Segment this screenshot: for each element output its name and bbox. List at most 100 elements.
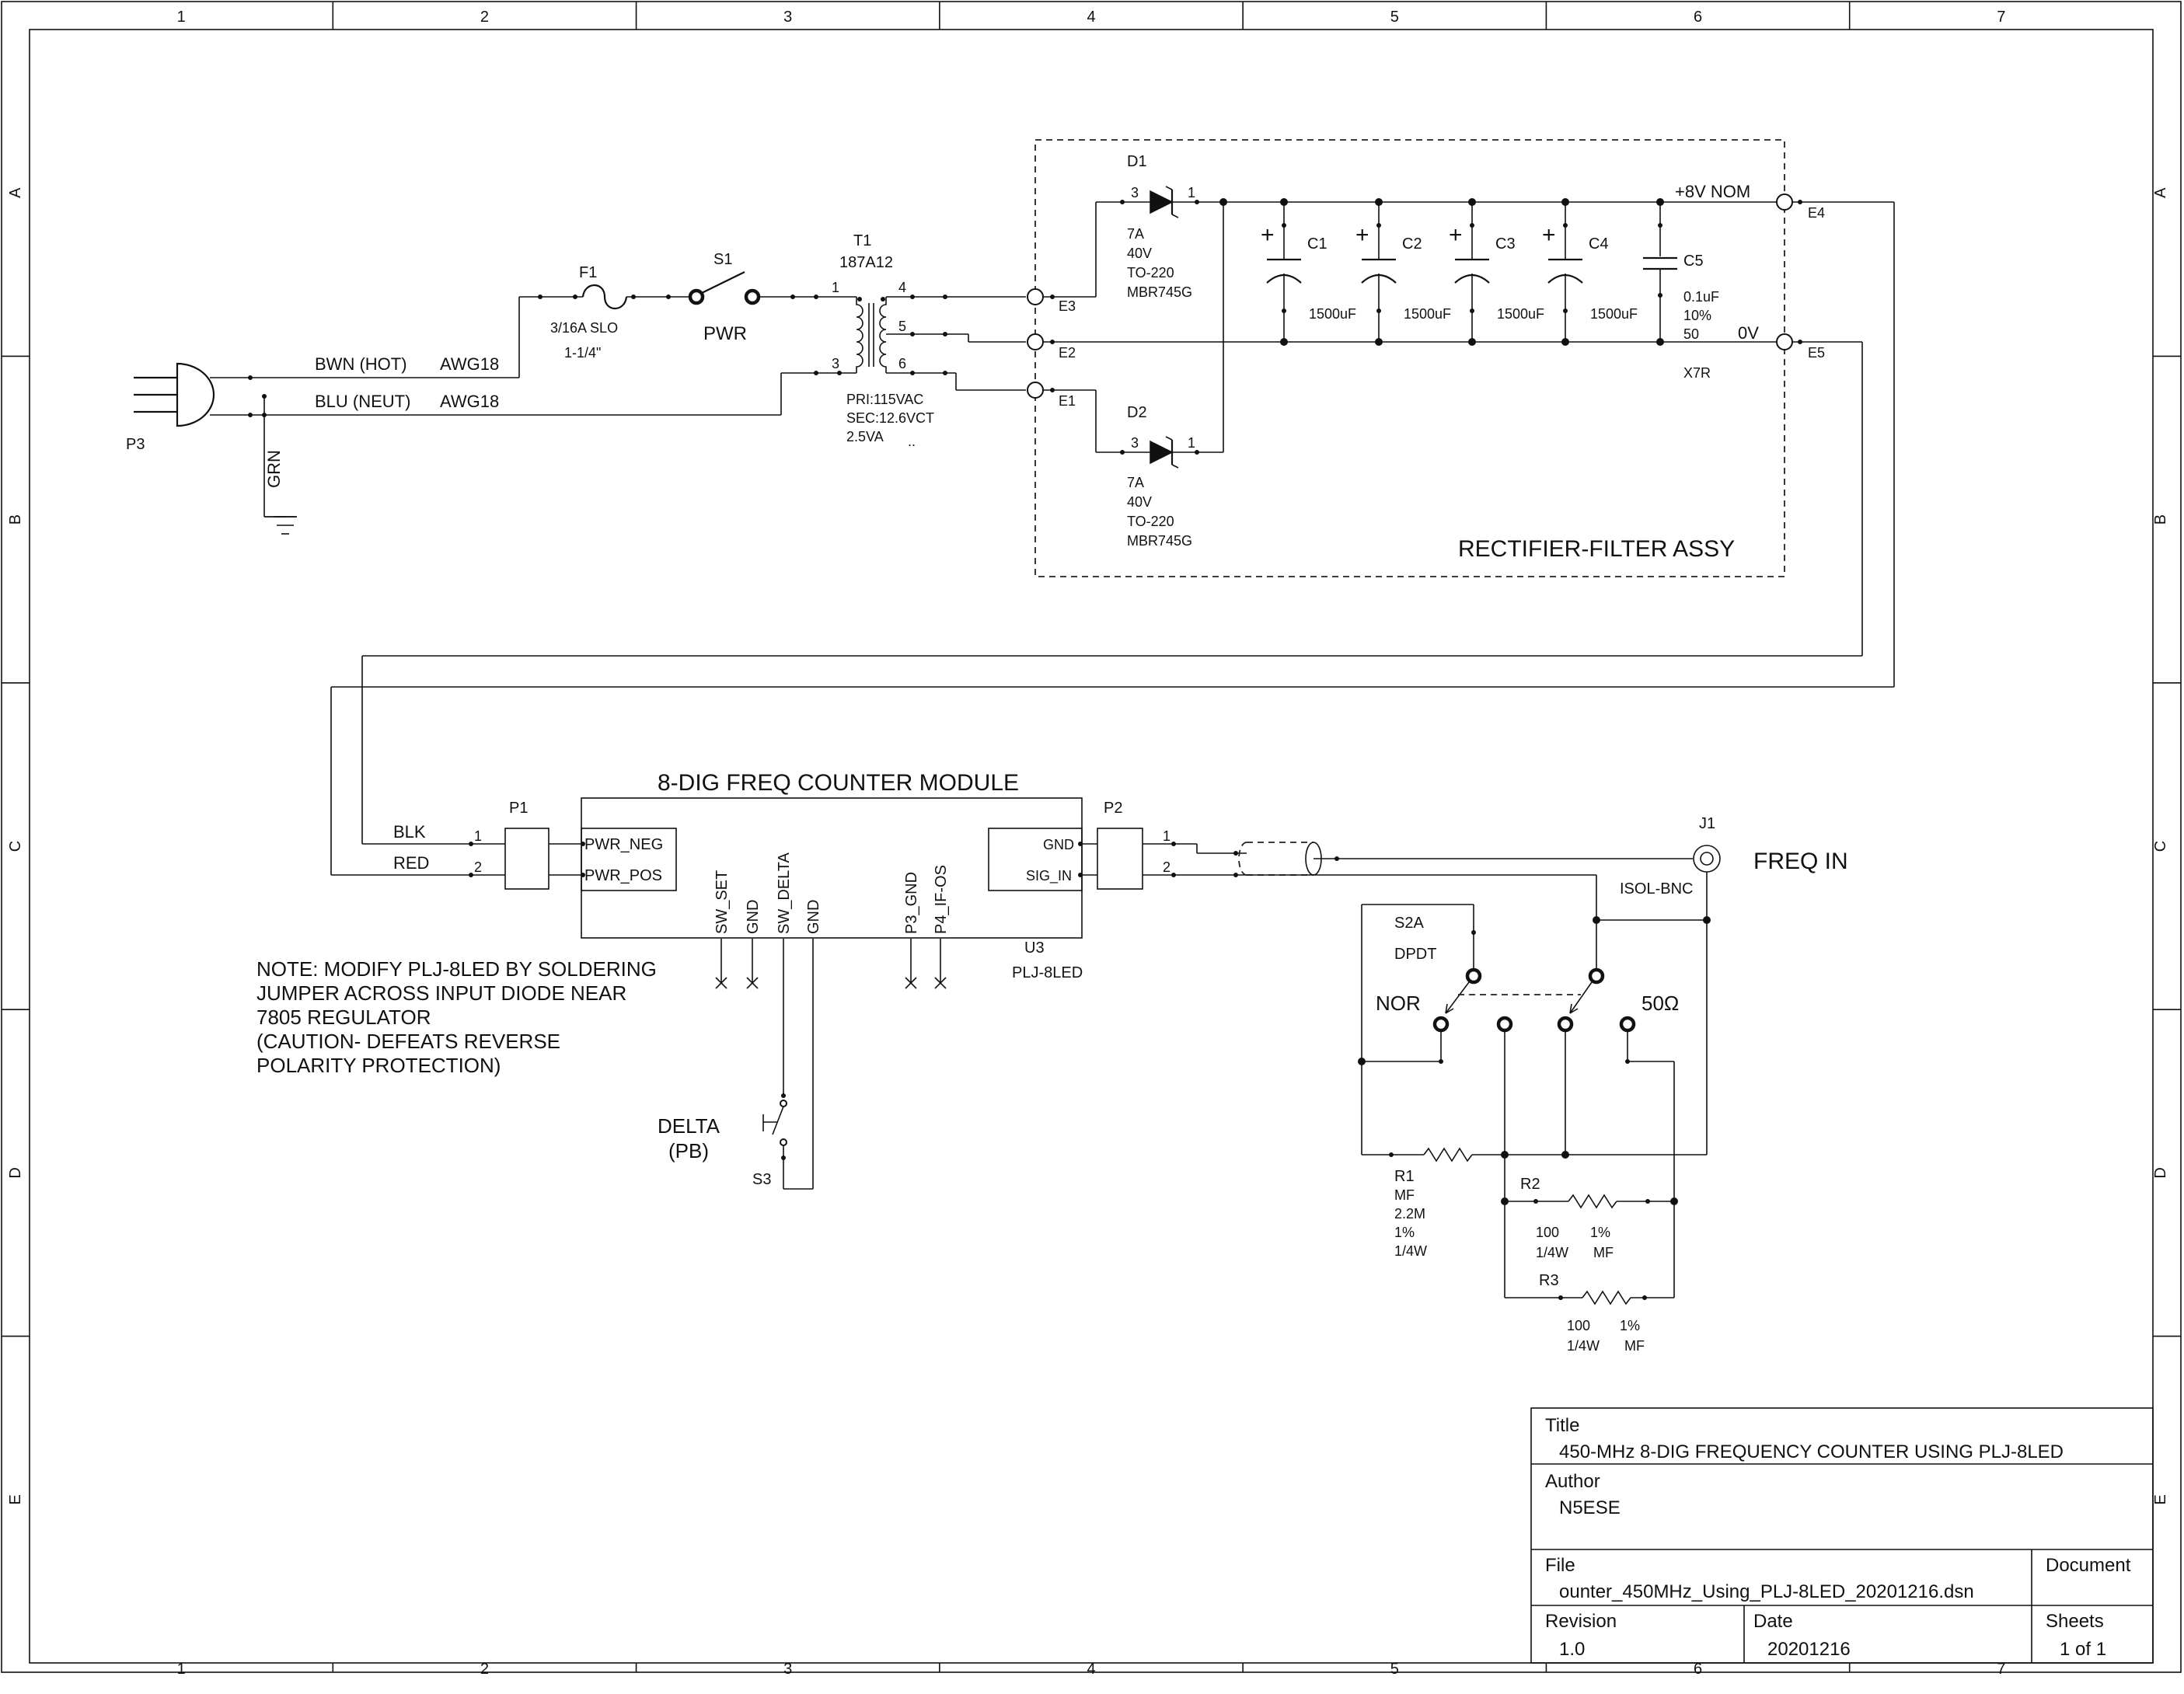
r3-v1: 100	[1567, 1318, 1590, 1333]
note-line-4: POLARITY PROTECTION)	[256, 1054, 501, 1077]
pushbutton-s3: DELTA (PB) S3	[658, 939, 814, 1190]
r2-v4: MF	[1593, 1245, 1614, 1260]
note-line-2: 7805 REGULATOR	[256, 1006, 431, 1029]
r2-v3: 1/4W	[1536, 1245, 1568, 1260]
transformer-part: 187A12	[839, 254, 893, 271]
rectifier-title: RECTIFIER-FILTER ASSY	[1458, 536, 1735, 562]
r3-v4: MF	[1624, 1338, 1645, 1354]
d2-spec-2: TO-220	[1127, 514, 1174, 529]
frame-row-right-B: B	[2152, 514, 2169, 525]
d1-spec-3: MBR745G	[1127, 284, 1192, 300]
cap-value-1: 1500uF	[1404, 306, 1451, 322]
fuse-f1	[581, 284, 628, 309]
r3-ref: R3	[1539, 1272, 1559, 1289]
p2-ref: P2	[1104, 800, 1122, 817]
cap-value-2: 1500uF	[1497, 306, 1544, 322]
frame-col-top-4: 4	[1087, 9, 1095, 26]
tb-revision-label: Revision	[1545, 1611, 1617, 1632]
tb-title: 450-MHz 8-DIG FREQUENCY COUNTER USING PL…	[1559, 1441, 2064, 1462]
freq-in-section: J1 ISOL-BNC FREQ IN S2A DPDT NOR 50Ω	[1143, 815, 1848, 1354]
d1-spec-2: TO-220	[1127, 265, 1174, 281]
freq-in-label: FREQ IN	[1753, 849, 1848, 874]
module-ref: U3	[1024, 939, 1045, 957]
ground-symbol	[264, 516, 297, 535]
cap-polarity-3: +	[1542, 222, 1556, 248]
c5-dielectric: X7R	[1683, 365, 1711, 381]
t1-pin-5: 5	[898, 319, 906, 334]
r1-spec-0: MF	[1394, 1187, 1415, 1203]
terminal-e1	[1027, 382, 1044, 399]
cap-value-0: 1500uF	[1309, 306, 1356, 322]
wire-blk: BLK	[393, 822, 426, 842]
pin-pwr-neg: PWR_NEG	[584, 836, 663, 853]
tb-sheets: 1 of 1	[2060, 1639, 2106, 1660]
p1-pin-1: 1	[474, 828, 482, 844]
delta-label: DELTA	[658, 1114, 720, 1138]
d1-ref: D1	[1127, 153, 1147, 170]
dc-interconnect: BLK RED	[330, 201, 1895, 877]
c5-spec-0: 0.1uF	[1683, 289, 1719, 305]
tb-author: N5ESE	[1559, 1497, 1621, 1518]
p2-pin-2: 2	[1163, 859, 1170, 875]
frame-col-top-3: 3	[783, 9, 792, 26]
tb-revision: 1.0	[1559, 1639, 1585, 1660]
module-title: 8-DIG FREQ COUNTER MODULE	[658, 770, 1019, 796]
transformer-pri: PRI:115VAC	[846, 392, 923, 407]
transformer-extra: ..	[908, 434, 916, 449]
t1-pin-3: 3	[832, 356, 839, 371]
ground-label: GRN	[264, 450, 284, 488]
c5-spec-2: 50	[1683, 326, 1699, 342]
note-line-3: (CAUTION- DEFEATS REVERSE	[256, 1030, 560, 1053]
r1-spec-2: 1%	[1394, 1225, 1415, 1240]
frame-row-right-C: C	[2152, 841, 2169, 852]
p1-pin-2: 2	[474, 859, 482, 875]
transformer-t1: T1 187A12 1 3 4 5 6 PRI:115VAC SEC:12.6V…	[830, 232, 1026, 449]
hot-gauge-label: AWG18	[440, 354, 499, 374]
delta-ref: S3	[752, 1171, 771, 1188]
tb-date: 20201216	[1767, 1639, 1851, 1660]
note-line-0: NOTE: MODIFY PLJ-8LED BY SOLDERING	[256, 957, 657, 981]
r1-spec-3: 1/4W	[1394, 1243, 1427, 1259]
s2a-common-1	[1465, 967, 1482, 985]
frame-col-top-6: 6	[1694, 9, 1702, 26]
terminal-e5-label: E5	[1808, 345, 1825, 361]
transformer-va: 2.5VA	[846, 429, 884, 444]
d1-pin-a: 3	[1131, 185, 1139, 200]
tb-date-label: Date	[1753, 1611, 1793, 1632]
cap-ref-0: C1	[1307, 235, 1327, 253]
frame-col-bottom-1: 1	[177, 1661, 186, 1678]
module-pin-label-2: SW_DELTA	[776, 852, 793, 934]
fifty-label: 50Ω	[1641, 992, 1679, 1015]
mains-input: P3 BWN (HOT) AWG18 BLU (NEUT) AWG18 GRN	[126, 251, 857, 535]
pin-sig-in: SIG_IN	[1026, 868, 1072, 884]
cap-polarity-1: +	[1355, 222, 1369, 248]
terminal-e3-label: E3	[1059, 298, 1076, 314]
p2-pin-1: 1	[1163, 828, 1170, 844]
s2a-type: DPDT	[1394, 946, 1436, 963]
coax-cable	[1238, 842, 1322, 876]
terminal-e3	[1027, 288, 1044, 305]
frame-row-left-C: C	[7, 841, 24, 852]
r2-ref: R2	[1520, 1176, 1540, 1193]
jack-part: ISOL-BNC	[1620, 880, 1693, 898]
s2a-ref: S2A	[1394, 915, 1424, 932]
r1-ref: R1	[1394, 1168, 1415, 1185]
capacitor-c5	[1643, 198, 1677, 346]
terminal-e4	[1776, 193, 1793, 211]
fuse-ref: F1	[579, 264, 597, 281]
plug-ref: P3	[126, 436, 145, 453]
frame-row-left-B: B	[7, 514, 24, 525]
frame-col-bottom-4: 4	[1087, 1661, 1095, 1678]
fuse-rating: 3/16A SLO	[550, 320, 618, 336]
d2-spec-1: 40V	[1127, 494, 1152, 510]
frame-row-right-A: A	[2152, 187, 2169, 198]
tb-file-label: File	[1545, 1555, 1575, 1576]
s2a-fifty-2	[1619, 1016, 1636, 1033]
freq-counter-module: 8-DIG FREQ COUNTER MODULE P1 1 2 PWR_NEG…	[474, 770, 1170, 989]
resistor-r3	[1582, 1290, 1631, 1305]
rectifier-filter-assy: RECTIFIER-FILTER ASSY E3 E2 E1 D1 3 1 7A…	[1027, 139, 1825, 577]
frame-col-bottom-6: 6	[1694, 1661, 1702, 1678]
tb-sheets-label: Sheets	[2046, 1611, 2104, 1632]
